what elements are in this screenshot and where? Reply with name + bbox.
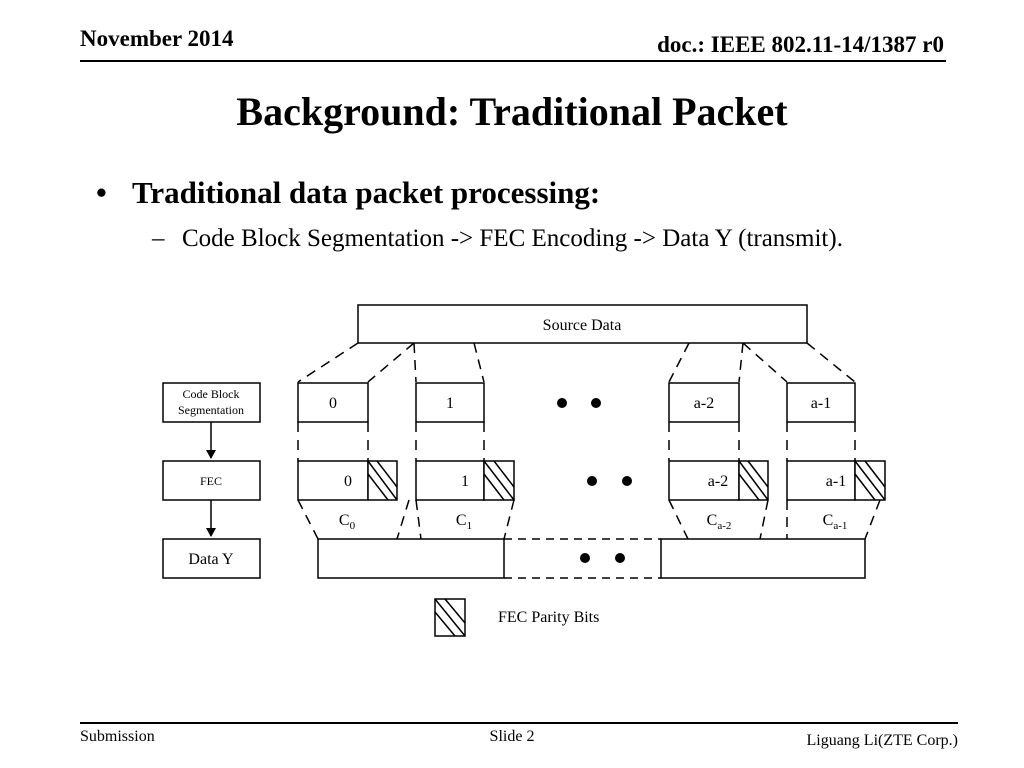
- ellipsis-dots-row-2: [587, 476, 632, 486]
- encoded-block-a-2-label: a-2: [708, 473, 728, 490]
- code-block-a-1-label: a-1: [811, 395, 831, 412]
- codeword-label-a-2: Ca-2: [707, 512, 732, 532]
- header-doc-id: doc.: IEEE 802.11-14/1387 r0: [657, 32, 944, 57]
- code-block-0-label: 0: [329, 395, 337, 412]
- concatenation-dashed-lines: [297, 499, 881, 540]
- ellipsis-dots-row-1: [557, 398, 601, 408]
- data-y-segment-right: [660, 538, 866, 579]
- ellipsis-dots-row-3: [580, 553, 625, 563]
- footer-slide-number: Slide 2: [489, 728, 535, 745]
- parity-hatch-0: [367, 460, 398, 501]
- source-data-box: [357, 304, 808, 344]
- code-block-segmentation-label-1: Code Block: [183, 387, 240, 401]
- header-rule: [80, 60, 946, 62]
- data-y-box: [162, 538, 261, 579]
- code-block-segmentation-box: [162, 382, 261, 423]
- code-block-a-2-label: a-2: [694, 395, 714, 412]
- header-date: November 2014: [80, 26, 234, 51]
- data-y-label: Data Y: [188, 551, 234, 568]
- bullet-main: • Traditional data packet processing:: [96, 175, 600, 211]
- code-block-0: [297, 382, 369, 423]
- parity-hatch-1: [483, 460, 515, 501]
- code-block-a-1: [786, 382, 856, 423]
- fec-label: FEC: [200, 474, 222, 488]
- encoded-block-a-1-label: a-1: [826, 473, 846, 490]
- bullet-sub: –Code Block Segmentation -> FEC Encoding…: [152, 225, 843, 253]
- parity-hatch-a-1: [854, 460, 886, 501]
- bullet-main-text: Traditional data packet processing:: [132, 175, 601, 210]
- encoding-dashed-lines: [297, 422, 856, 461]
- encoded-block-0-label: 0: [344, 473, 352, 490]
- code-block-1-label: 1: [446, 395, 454, 412]
- legend-parity-label: FEC Parity Bits: [498, 609, 599, 626]
- segmentation-dashed-lines: [297, 342, 856, 383]
- footer-rule: [80, 722, 958, 724]
- code-block-segmentation-label-2: Segmentation: [178, 403, 244, 417]
- bullet-sub-text: Code Block Segmentation -> FEC Encoding …: [182, 225, 843, 252]
- bullet-marker: •: [96, 175, 107, 210]
- encoded-block-0: [297, 460, 369, 501]
- source-data-label: Source Data: [543, 317, 622, 334]
- encoded-block-a-2: [668, 460, 740, 501]
- footer-author: Liguang Li(ZTE Corp.): [806, 732, 958, 749]
- code-block-a-2: [668, 382, 740, 423]
- footer-submission: Submission: [80, 728, 155, 745]
- fec-box: [162, 460, 261, 501]
- encoded-block-a-1: [786, 460, 856, 501]
- encoded-block-1: [415, 460, 485, 501]
- legend-parity-hatch: [434, 598, 466, 637]
- encoded-block-1-label: 1: [461, 473, 469, 490]
- sub-bullet-marker: –: [152, 225, 165, 252]
- parity-hatch-a-2: [738, 460, 769, 501]
- codeword-label-0: C0: [339, 512, 356, 532]
- slide-title: Background: Traditional Packet: [236, 89, 788, 134]
- code-block-1: [415, 382, 485, 423]
- data-y-segment-left: [317, 538, 505, 579]
- codeword-label-1: C1: [456, 512, 472, 532]
- codeword-label-a-1: Ca-1: [823, 512, 848, 532]
